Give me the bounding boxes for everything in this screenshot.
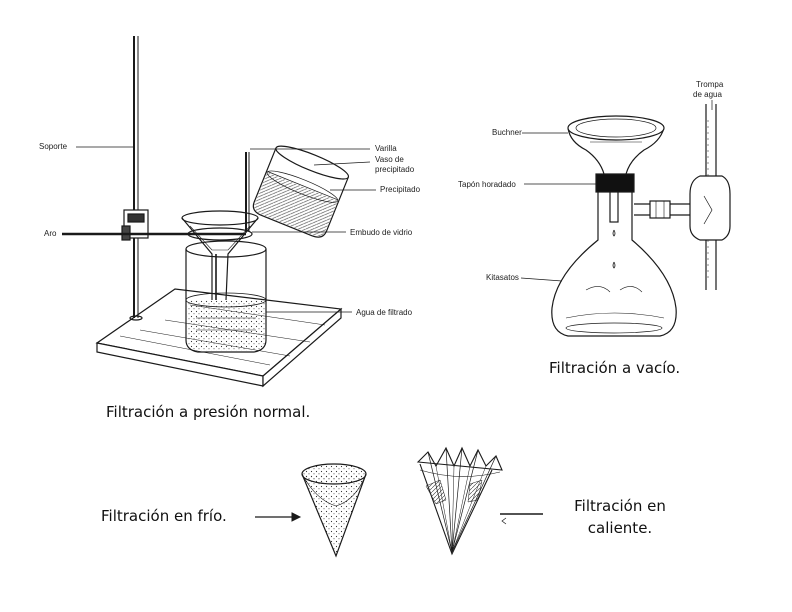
label-vaso-de: Vaso de <box>375 155 404 164</box>
stirring-rod <box>245 152 250 232</box>
label-agua-filtrado: Agua de filtrado <box>356 308 413 317</box>
ring-clamp <box>121 209 149 241</box>
vacuum-leader-lines <box>520 100 713 282</box>
label-varilla: Varilla <box>375 144 397 153</box>
rubber-stopper <box>595 173 635 223</box>
smooth-filter-cone <box>301 463 367 558</box>
label-soporte: Soporte <box>39 142 68 151</box>
glass-funnel <box>181 210 259 301</box>
label-kitasatos: Kitasatos <box>486 273 519 282</box>
label-embudo: Embudo de vidrio <box>350 228 413 237</box>
kitasato-flask <box>551 190 677 337</box>
stand-rod <box>129 36 143 321</box>
label-de-agua: de agua <box>693 90 722 99</box>
vacuum-side-arm <box>634 200 690 219</box>
caption-caliente-line1: Filtración en <box>574 497 666 515</box>
normal-leader-lines <box>62 146 376 313</box>
caption-frio: Filtración en frío. <box>101 507 227 525</box>
caption-vacio: Filtración a vacío. <box>549 359 681 377</box>
arrow-to-cone <box>255 512 302 522</box>
caption-normal: Filtración a presión normal. <box>106 403 311 421</box>
label-tapon: Tapón horadado <box>458 180 516 189</box>
caption-caliente-line2: caliente. <box>587 519 653 537</box>
pouring-beaker <box>252 145 350 238</box>
label-aro: Aro <box>44 229 57 238</box>
line-from-hot-caption <box>500 513 543 525</box>
label-precipitado: Precipitado <box>380 185 421 194</box>
water-aspirator <box>689 104 731 290</box>
vacuum-filtration-apparatus <box>520 100 731 337</box>
label-trompa: Trompa <box>696 80 724 89</box>
normal-filtration-apparatus <box>62 36 376 388</box>
label-buchner: Buchner <box>492 128 522 137</box>
fluted-filter-paper <box>416 446 503 556</box>
label-precipitado-vaso: precipitado <box>375 165 415 174</box>
caption-caliente: Filtración en caliente. <box>558 495 682 539</box>
buchner-funnel <box>567 115 665 175</box>
